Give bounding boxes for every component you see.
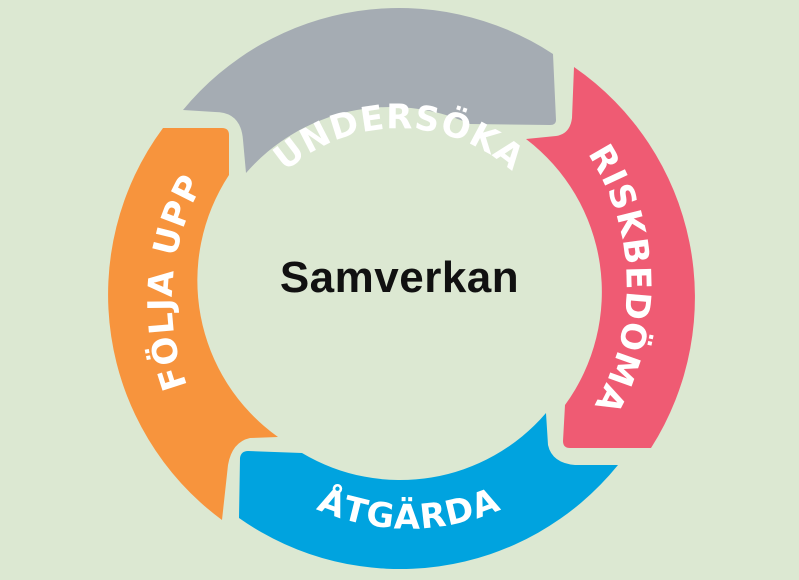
center-title: Samverkan <box>279 253 520 302</box>
step-segment-folja-upp <box>108 128 278 520</box>
step-segment-atgarda <box>239 413 618 570</box>
step-segment-riskbedoma <box>526 67 695 448</box>
step-segment-undersoka <box>183 7 556 173</box>
